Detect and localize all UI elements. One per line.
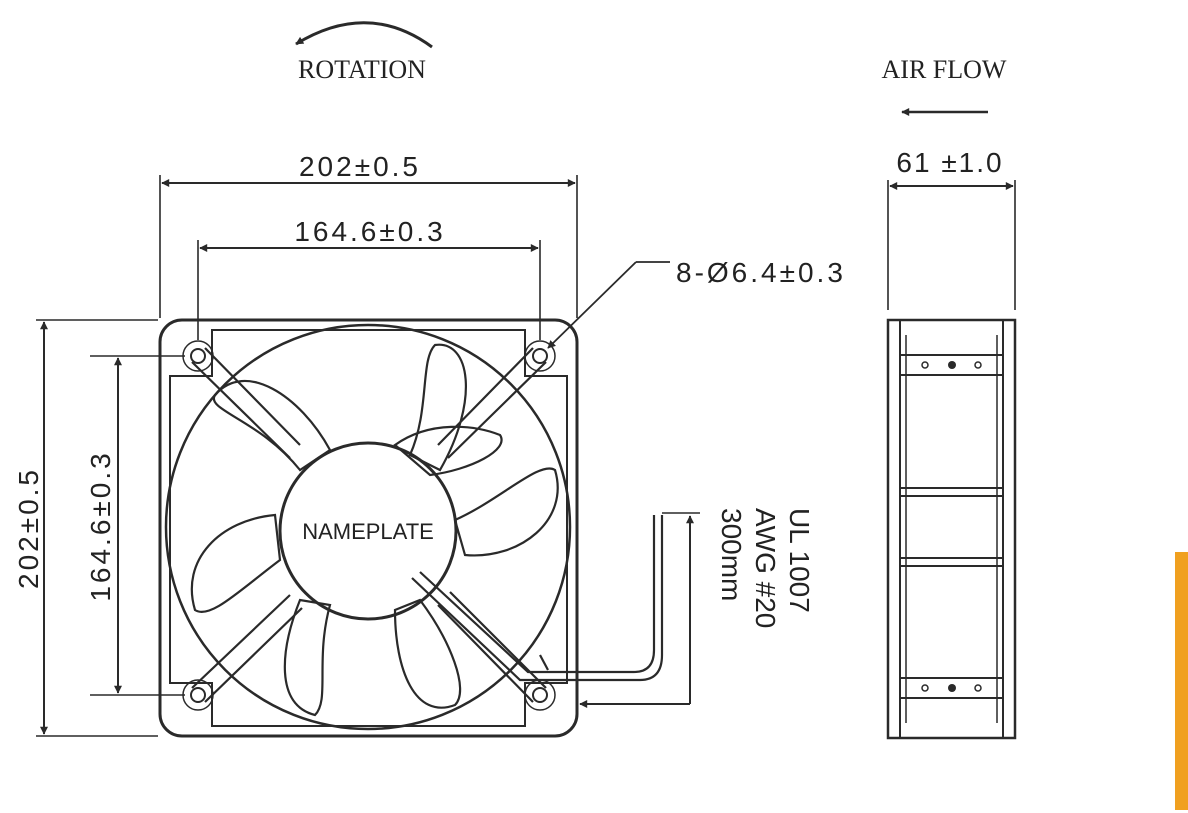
depth-dimension: 61 ±1.0 <box>887 147 1016 310</box>
airflow-indicator: AIR FLOW <box>882 55 1007 116</box>
width-holes-label: 164.6±0.3 <box>294 216 445 247</box>
hole-callout-label: 8-Ø6.4±0.3 <box>676 257 846 288</box>
wire-spec-line: 300mm <box>716 508 747 601</box>
fan-frame-outline <box>158 318 579 738</box>
height-dimensions: 202±0.5 164.6±0.3 <box>13 319 185 737</box>
hole-callout: 8-Ø6.4±0.3 <box>547 257 846 349</box>
width-dimensions: 202±0.5 164.6±0.3 <box>159 151 578 340</box>
wire-spec-line: UL 1007 <box>784 508 815 613</box>
wire-spec-line: AWG #20 <box>750 508 781 628</box>
rotation-arrow-icon <box>295 21 433 49</box>
height-overall-label: 202±0.5 <box>13 467 44 589</box>
mounting-hole <box>190 687 206 703</box>
fan-hub <box>278 441 458 621</box>
fan-venturi-ring <box>164 323 572 731</box>
fan-front-view: NAMEPLATE <box>158 318 664 738</box>
side-frame-outline <box>886 318 1017 740</box>
fan-cable <box>411 515 664 682</box>
width-overall-label: 202±0.5 <box>299 151 421 182</box>
wire-spec-text: UL 1007 AWG #20 300mm <box>716 508 815 628</box>
airflow-label: AIR FLOW <box>882 55 1007 84</box>
height-holes-label: 164.6±0.3 <box>85 450 116 601</box>
depth-label: 61 ±1.0 <box>896 147 1003 178</box>
fan-side-view <box>886 318 1017 740</box>
fan-blades <box>190 343 559 717</box>
wire-length-dimension: UL 1007 AWG #20 300mm <box>579 508 815 708</box>
mounting-hole <box>532 348 548 364</box>
mounting-hole <box>532 687 548 703</box>
rotation-indicator: ROTATION <box>295 21 433 84</box>
fan-frame-inner <box>169 329 568 727</box>
mounting-hole <box>190 348 206 364</box>
nameplate-label: NAMEPLATE <box>302 519 434 544</box>
rotation-label: ROTATION <box>298 55 426 84</box>
accent-bar <box>1175 552 1188 810</box>
